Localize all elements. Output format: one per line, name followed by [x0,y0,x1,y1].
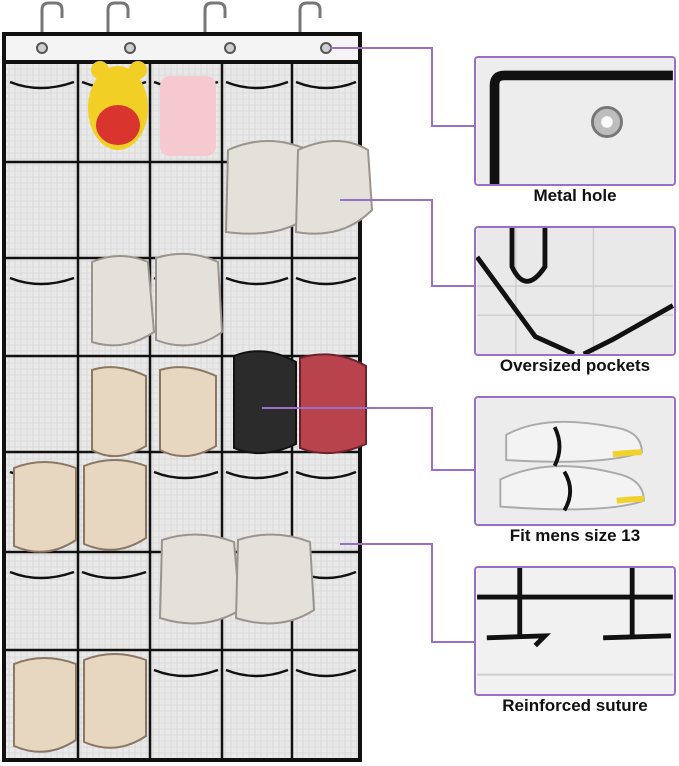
top-header-strip [2,32,362,64]
callout-metal-hole [474,56,676,186]
caption-metal-hole: Metal hole [533,186,617,205]
sneakers [91,140,374,625]
plush-toy [88,61,148,150]
sandals [13,366,217,753]
caption-reinforced-suture: Reinforced suture [502,696,648,715]
callout-pointers [262,47,474,643]
callout-reinforced-suture [474,566,676,696]
grommets [36,42,332,54]
reinforced-stitch-closeup-icon [477,568,673,694]
pink-towel [160,76,216,156]
callout-fit-size [474,396,676,526]
shoes-in-pocket-closeup-icon [477,398,673,524]
canvas-sneakers [233,350,367,455]
door-hooks [40,1,322,38]
oversized-pocket-closeup-icon [476,228,674,354]
callout-oversized-pockets [474,226,676,356]
caption-fit-size: Fit mens size 13 [509,526,641,545]
metal-hole-closeup-icon [477,58,673,184]
caption-oversized-pockets: Oversized pockets [499,356,651,375]
